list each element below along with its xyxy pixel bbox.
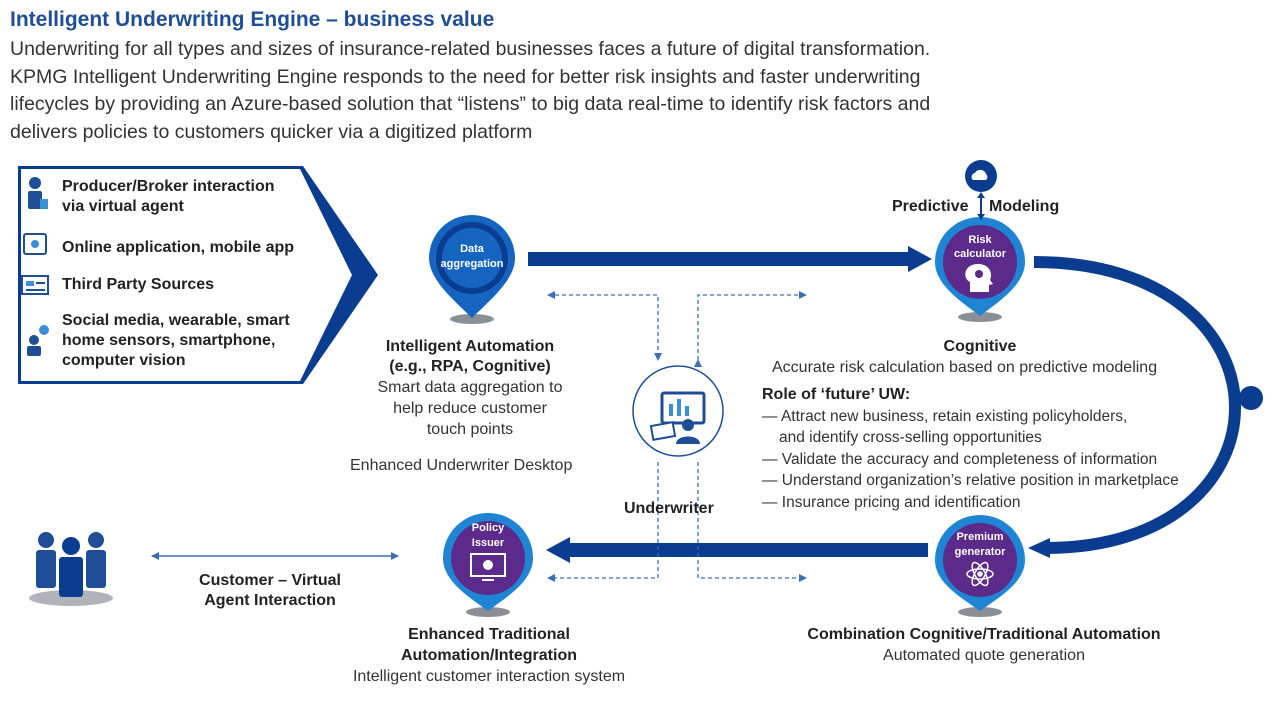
intro-line: lifecycles by providing an Azure-based s… — [10, 93, 931, 115]
source-third-party: Third Party Sources — [62, 276, 215, 293]
premium-generator-pin: Premium generator — [935, 515, 1025, 617]
node-desc: Automated quote generation — [883, 647, 1085, 664]
third-party-icon — [21, 275, 49, 295]
cognitive-title: Cognitive — [943, 338, 1017, 355]
underwriter-label: Underwriter — [624, 500, 714, 517]
uw-role-item: and identify cross-selling opportunities — [779, 429, 1042, 446]
source-social-line: Social media, wearable, smart — [62, 312, 290, 329]
policy-issuer-pin-label: Policy — [472, 522, 505, 534]
data-aggregation-pin-label: aggregation — [441, 258, 504, 270]
brain-head-icon — [965, 264, 993, 292]
dashed-connectors — [547, 291, 807, 582]
modeling-label: Modeling — [989, 198, 1060, 215]
uw-role-heading: Role of ‘future’ UW: — [762, 386, 911, 403]
intro-line: KPMG Intelligent Underwriting Engine res… — [10, 65, 921, 88]
data-aggregation-pin-label: Data — [460, 243, 485, 255]
social-media-icon — [27, 325, 49, 356]
cognitive-desc: Accurate risk calculation based on predi… — [772, 359, 1158, 376]
uw-role-block: Role of ‘future’ UW: — Attract new busin… — [762, 384, 1179, 513]
customer-label-line: Agent Interaction — [204, 592, 336, 609]
customer-group-icon — [29, 532, 113, 606]
risk-calculator-pin: Risk calculator — [935, 217, 1025, 322]
data-aggregation-pin: Data aggregation — [429, 215, 515, 324]
intro-paragraph: Underwriting for all types and sizes of … — [10, 36, 1110, 146]
intro-line: delivers policies to customers quicker v… — [10, 120, 533, 143]
monitor-icon — [470, 553, 506, 581]
node-desc: Smart data aggregation to — [377, 379, 563, 396]
node-desc: Intelligent customer interaction system — [352, 668, 626, 685]
underwriter-desktop-label: Enhanced Underwriter Desktop — [350, 457, 573, 474]
source-broker-line: Producer/Broker interaction — [62, 178, 275, 195]
uw-role-item: — Attract new business, retain existing … — [762, 407, 1128, 425]
premium-generator-pin-label: Premium — [956, 531, 1003, 543]
uw-role-item: — Insurance pricing and identification — [762, 493, 1021, 511]
mobile-app-icon — [23, 233, 47, 255]
broker-person-icon — [28, 177, 48, 209]
source-online-app: Online application, mobile app — [62, 239, 295, 256]
customer-label: Customer – Virtual Agent Interaction — [170, 571, 370, 611]
node-title: (e.g., RPA, Cognitive) — [389, 358, 551, 375]
policy-issuer-pin: Policy Issuer — [443, 513, 533, 617]
premium-generator-description: Combination Cognitive/Traditional Automa… — [760, 624, 1208, 666]
premium-generator-pin-label: generator — [955, 546, 1006, 558]
node-title: Automation/Integration — [401, 647, 577, 664]
data-aggregation-description: Intelligent Automation (e.g., RPA, Cogni… — [340, 337, 600, 440]
policy-issuer-description: Enhanced Traditional Automation/Integrat… — [330, 624, 648, 687]
policy-issuer-pin-label: Issuer — [472, 537, 505, 549]
uw-role-item: — Understand organization’s relative pos… — [762, 472, 1179, 489]
intro-line: Underwriting for all types and sizes of … — [10, 38, 931, 60]
risk-calculator-pin-label: Risk — [968, 234, 992, 246]
atom-icon — [966, 561, 994, 587]
source-broker-line: via virtual agent — [62, 198, 184, 215]
page-title: Intelligent Underwriting Engine – busine… — [10, 8, 495, 31]
source-social-media: Social media, wearable, smart home senso… — [62, 311, 290, 371]
node-title: Combination Cognitive/Traditional Automa… — [807, 626, 1161, 643]
uw-role-item: — Validate the accuracy and completeness… — [762, 450, 1158, 468]
arc-node-dot — [1239, 386, 1263, 410]
predictive-label: Predictive — [892, 198, 969, 215]
source-broker: Producer/Broker interaction via virtual … — [62, 177, 275, 217]
source-social-line: home sensors, smartphone, — [62, 332, 276, 349]
node-title: Enhanced Traditional — [408, 626, 570, 643]
node-desc: help reduce customer — [393, 400, 547, 417]
node-desc: touch points — [426, 421, 514, 438]
flow-arrows — [151, 246, 1263, 563]
risk-calculator-pin-label: calculator — [954, 248, 1007, 260]
underwriter-icon — [632, 365, 724, 457]
customer-label-line: Customer – Virtual — [199, 572, 341, 589]
sources-panel — [18, 166, 378, 384]
node-title: Intelligent Automation — [385, 338, 555, 355]
cloud-icon — [965, 160, 997, 220]
source-social-line: computer vision — [62, 352, 186, 369]
